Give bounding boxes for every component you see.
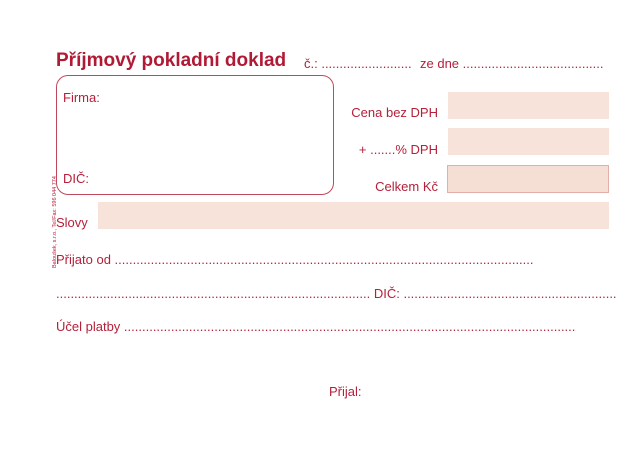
celkem-field[interactable]: [447, 165, 609, 193]
slovy-label: Slovy: [56, 215, 88, 230]
document-title: Příjmový pokladní doklad: [56, 50, 287, 71]
company-box[interactable]: [56, 75, 334, 195]
date-field[interactable]: ze dne .................................…: [420, 56, 604, 71]
prijal-label: Přijal:: [329, 384, 362, 399]
ucel-field[interactable]: Účel platby ............................…: [56, 319, 576, 334]
printer-side-text: Baloušek, s.r.o., Tel/Fax: 596 044 774: [52, 176, 58, 268]
celkem-label: Celkem Kč: [375, 179, 438, 194]
dic2-field[interactable]: ........................................…: [56, 286, 617, 301]
firma-label: Firma:: [63, 90, 100, 105]
cena-field[interactable]: [448, 92, 609, 119]
number-field[interactable]: č.: .........................: [304, 56, 412, 71]
dph-label: + .......% DPH: [358, 142, 438, 157]
dic-label: DIČ:: [63, 171, 89, 186]
prijato-field[interactable]: Přijato od .............................…: [56, 252, 534, 267]
cena-label: Cena bez DPH: [351, 105, 438, 120]
slovy-field[interactable]: [98, 202, 609, 229]
dph-field[interactable]: [448, 128, 609, 155]
